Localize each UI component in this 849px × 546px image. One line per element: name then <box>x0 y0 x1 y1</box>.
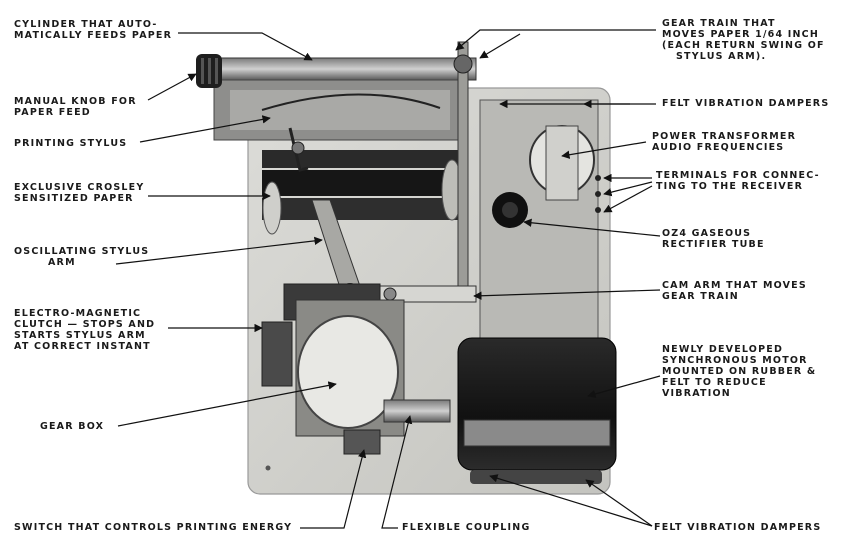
printing-stylus <box>288 127 309 172</box>
label-switch: SWITCH THAT CONTROLS PRINTING ENERGY <box>14 522 293 533</box>
label-cam-arm: CAM ARM THAT MOVES GEAR TRAIN <box>662 280 807 302</box>
label-manual-knob: MANUAL KNOB FOR PAPER FEED <box>14 96 137 118</box>
leader-cam <box>473 289 661 300</box>
leader-gear-train-2 <box>479 33 521 59</box>
label-cylinder: CYLINDER THAT AUTO- MATICALLY FEEDS PAPE… <box>14 19 173 41</box>
leader-osc-arm <box>115 236 323 265</box>
label-gear-box: GEAR BOX <box>40 421 105 432</box>
leader-transformer <box>561 141 647 159</box>
synchronous-motor <box>457 337 617 484</box>
manual-knob <box>196 54 222 88</box>
leader-coupling <box>381 415 413 529</box>
label-flexible-coupling: FLEXIBLE COUPLING <box>402 522 531 533</box>
transformer-panel <box>479 99 601 341</box>
label-terminals: TERMINALS FOR CONNEC- TING TO THE RECEIV… <box>656 170 820 192</box>
leader-tube <box>523 218 661 237</box>
leader-cylinder <box>178 32 313 61</box>
label-felt-dampers-top: FELT VIBRATION DAMPERS <box>662 98 830 109</box>
paper-cylinder <box>213 57 477 141</box>
flexible-coupling <box>383 399 451 423</box>
leader-gear-train-1 <box>455 29 656 51</box>
printing-energy-switch <box>343 429 381 455</box>
label-sensitized-paper: EXCLUSIVE CROSLEY SENSITIZED PAPER <box>14 182 145 204</box>
label-oscillating-arm: OSCILLATING STYLUS ARM <box>14 246 150 268</box>
leader-felt-bottom-1 <box>489 474 653 527</box>
leader-terminals-2 <box>603 181 653 197</box>
rectifier-tube <box>492 192 528 228</box>
leader-felt-bottom-2 <box>585 479 653 527</box>
sensitized-paper-roll <box>262 150 463 235</box>
label-power-transformer: POWER TRANSFORMER AUDIO FREQUENCIES <box>652 131 797 153</box>
leader-lines <box>115 29 661 529</box>
label-rectifier-tube: OZ4 GASEOUS RECTIFIER TUBE <box>662 228 765 250</box>
label-clutch: ELECTRO-MAGNETIC CLUTCH — STOPS AND STAR… <box>14 308 156 352</box>
label-gear-train: GEAR TRAIN THAT MOVES PAPER 1/64 INCH (E… <box>662 18 825 62</box>
label-felt-dampers-bottom: FELT VIBRATION DAMPERS <box>654 522 822 533</box>
leader-terminals-3 <box>603 185 653 213</box>
label-printing-stylus: PRINTING STYLUS <box>14 138 128 149</box>
leader-gearbox <box>117 381 337 427</box>
leader-switch <box>300 449 367 529</box>
leader-motor <box>587 375 661 399</box>
leader-knob <box>147 73 197 101</box>
leader-stylus <box>139 115 271 143</box>
label-synchronous-motor: NEWLY DEVELOPED SYNCHRONOUS MOTOR MOUNTE… <box>662 344 817 399</box>
